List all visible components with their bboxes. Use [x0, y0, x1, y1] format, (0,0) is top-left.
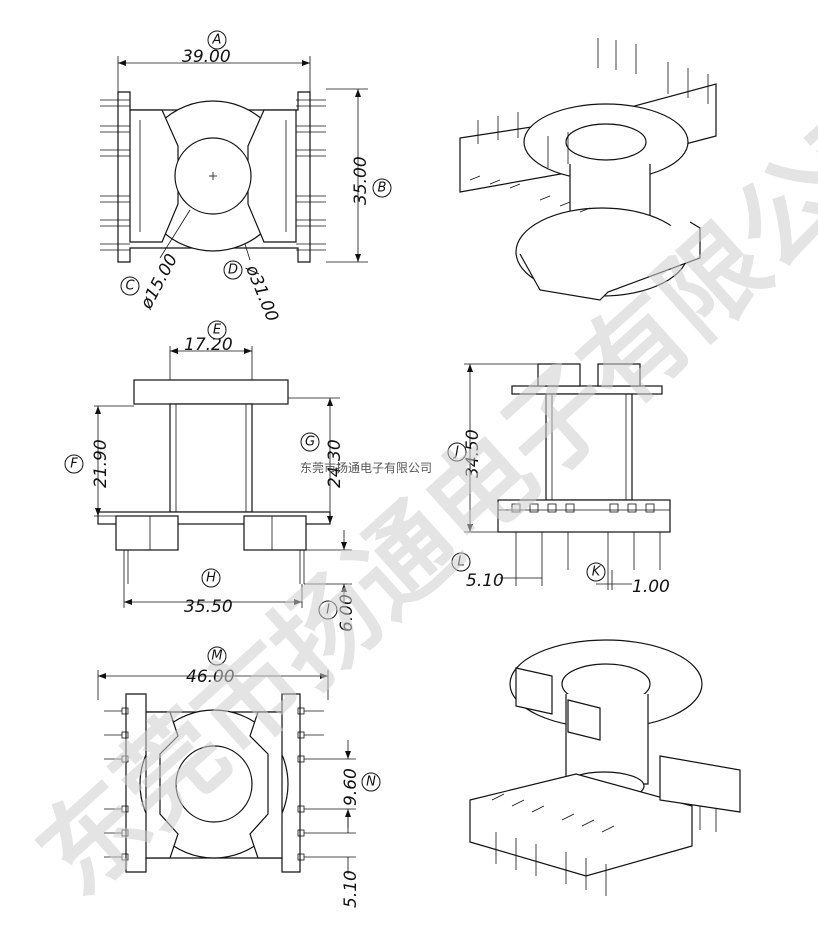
svg-text:F: F [70, 457, 78, 472]
callout-j: J [447, 442, 467, 462]
svg-text:A: A [212, 33, 222, 48]
callout-h: H [201, 568, 221, 588]
top-view: 39.00 35.00 ø15.00 ø31.00 [100, 47, 371, 325]
dim-g-value: 24.30 [325, 439, 345, 488]
callout-c: C [120, 276, 140, 296]
callout-e: E [207, 320, 227, 340]
dim-d-value: ø31.00 [241, 261, 282, 324]
callout-b: B [372, 178, 392, 198]
bottom-view: 46.00 9.60 5.10 [97, 667, 361, 908]
dim-m-value: 46.00 [186, 667, 235, 687]
dim-k-value: 1.00 [632, 577, 670, 597]
callout-g: G [300, 432, 320, 452]
svg-text:C: C [125, 279, 135, 294]
callout-n: N [361, 772, 381, 792]
isometric-view-top [459, 38, 717, 301]
svg-text:H: H [206, 571, 216, 586]
svg-text:J: J [452, 445, 459, 460]
callout-a: A [207, 30, 227, 50]
svg-text:E: E [213, 323, 222, 338]
callout-l: L [451, 552, 471, 572]
callout-d: D [223, 260, 243, 280]
dim-f-value: 21.90 [91, 439, 111, 488]
front-view: 17.20 21.90 24.30 35.50 6.00 [91, 335, 357, 632]
callout-i: I [318, 600, 338, 620]
callout-k: K [586, 562, 606, 582]
svg-text:I: I [326, 603, 330, 618]
dim-i-value: 6.00 [337, 594, 357, 632]
dim-l-value: 5.10 [466, 571, 504, 591]
dim-e-value: 17.20 [184, 335, 233, 355]
dim-n2-value: 5.10 [341, 870, 361, 908]
dim-a-value: 39.00 [182, 47, 231, 67]
svg-text:G: G [305, 435, 315, 450]
watermark-small: 东莞市扬通电子有限公司 [300, 460, 432, 475]
svg-text:M: M [211, 649, 222, 664]
svg-text:D: D [228, 263, 238, 278]
isometric-view-bottom [469, 639, 741, 896]
svg-text:B: B [378, 181, 387, 196]
callout-m: M [207, 646, 227, 666]
svg-text:N: N [366, 775, 376, 790]
dim-b-value: 35.00 [351, 156, 371, 205]
dim-h-value: 35.50 [184, 597, 233, 617]
dim-c-value: ø15.00 [136, 251, 182, 313]
svg-text:K: K [592, 565, 602, 580]
side-view: 34.50 5.10 1.00 [463, 363, 671, 597]
dim-n-value: 9.60 [341, 768, 361, 806]
callout-f: F [64, 454, 84, 474]
svg-text:L: L [457, 555, 464, 570]
dim-j-value: 34.50 [463, 429, 483, 478]
